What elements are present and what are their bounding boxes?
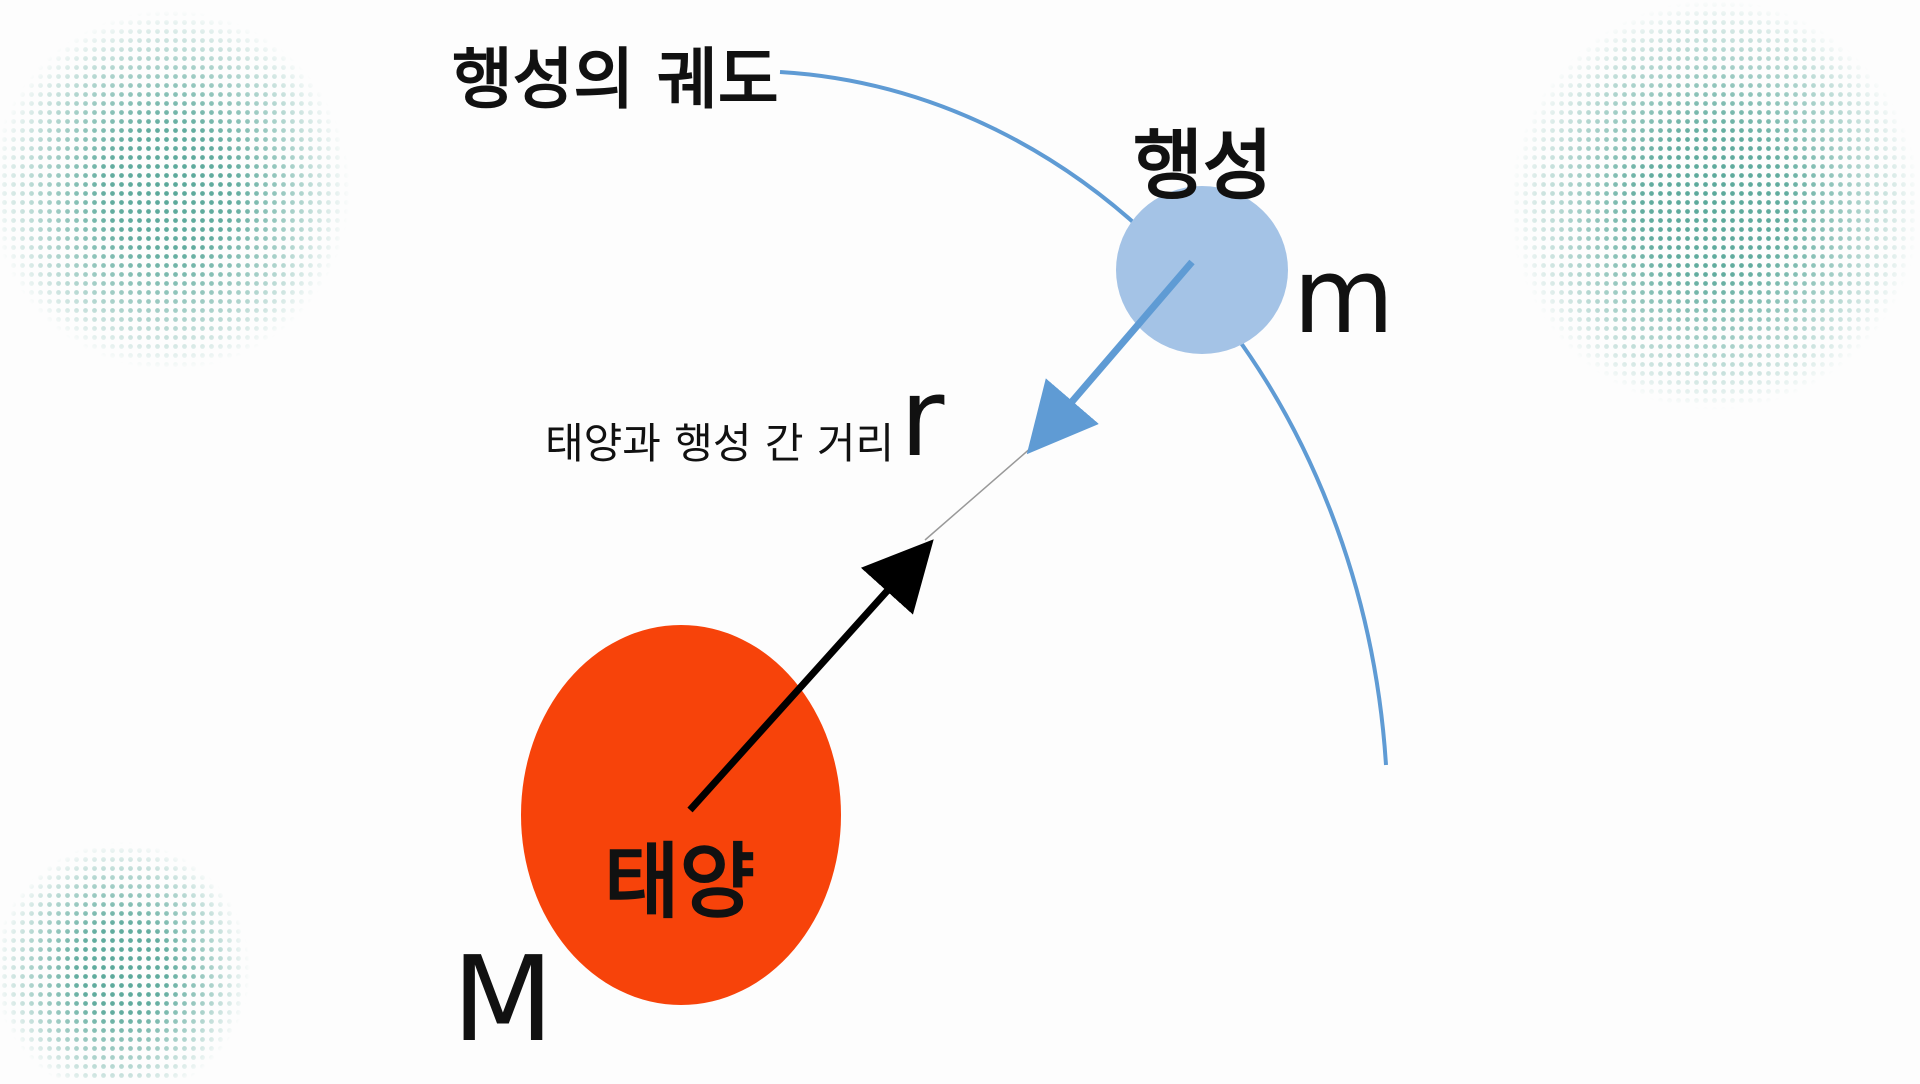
halftone-decoration-bottom-left xyxy=(0,840,260,1080)
sun-name-label: 태양 xyxy=(604,835,755,930)
planet-mass-label: m xyxy=(1293,235,1394,357)
halftone-decoration-top-right xyxy=(1505,0,1920,420)
sun-mass-label: M xyxy=(452,930,554,1068)
distance-line xyxy=(924,439,1041,541)
planet-body xyxy=(1116,186,1288,354)
distance-label: 태양과 행성 간 거리 xyxy=(545,419,894,468)
sun-body xyxy=(521,625,841,1005)
radius-arrow xyxy=(687,539,934,813)
distance-symbol: r xyxy=(900,356,945,481)
gravity-force-arrow xyxy=(1026,259,1195,455)
halftone-decoration-top-left xyxy=(0,0,360,380)
planet-name-label: 행성 xyxy=(1133,121,1273,210)
orbit-label: 행성의 궤도 xyxy=(452,41,779,118)
